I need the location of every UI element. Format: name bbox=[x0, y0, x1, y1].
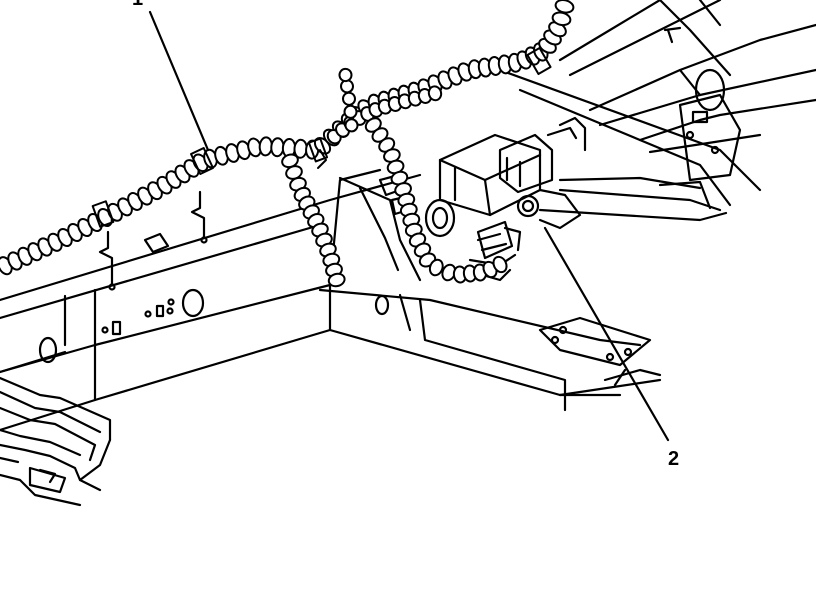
conduit-segment bbox=[492, 255, 508, 274]
frame-rail bbox=[0, 173, 422, 432]
conduit-segment bbox=[327, 272, 346, 288]
conduit-segment bbox=[341, 91, 357, 106]
conduit-segment bbox=[343, 104, 358, 119]
callout-label-1: 1 bbox=[132, 0, 143, 9]
harness-module-bracket bbox=[378, 116, 587, 282]
wiring-harness bbox=[0, 0, 575, 288]
upper-body-structure bbox=[498, 0, 816, 222]
leader-line-2 bbox=[543, 226, 670, 442]
callout-label-2: 2 bbox=[668, 448, 680, 470]
conduit-segment bbox=[427, 85, 443, 102]
leader-line-1 bbox=[148, 10, 210, 152]
conduit-segment bbox=[338, 67, 353, 83]
leader-lines bbox=[148, 10, 670, 442]
conduit-segment bbox=[428, 258, 444, 277]
conduit-segment bbox=[344, 118, 359, 133]
conduit-segment bbox=[554, 0, 575, 14]
cross-member bbox=[318, 168, 662, 412]
rail-flange bbox=[0, 376, 112, 507]
